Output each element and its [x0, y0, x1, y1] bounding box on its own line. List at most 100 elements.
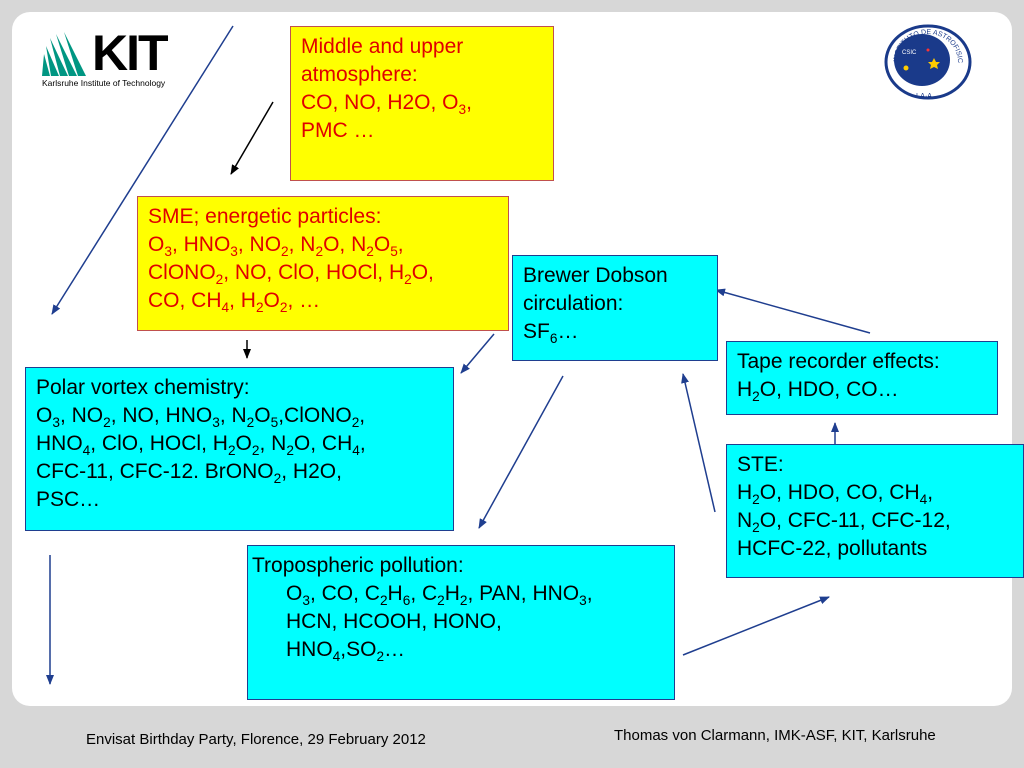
line-text: PSC… — [36, 488, 101, 511]
subscript-text: 2 — [376, 648, 385, 664]
line-text: , — [359, 432, 366, 455]
subscript-text: 2 — [255, 299, 264, 315]
line-text: CFC-11, CFC-12. BrONO — [36, 460, 274, 483]
subscript-text: 4 — [919, 491, 928, 507]
subscript-text: 2 — [366, 243, 374, 259]
box-text-line: HCN, HCOOH, HONO, — [252, 608, 664, 636]
box-text-line: HCFC-22, pollutants — [737, 535, 1013, 563]
line-text: O, HDO, CO, CH — [759, 481, 920, 504]
line-text: , H2O, — [281, 460, 342, 483]
arrow-brewer-to-tropo — [478, 375, 564, 529]
line-text: HCN, HCOOH, HONO, — [286, 610, 502, 633]
box-text-line: O3, HNO3, NO2, N2O, N2O5, — [148, 231, 498, 259]
arrow-ste-to-brewer — [681, 373, 716, 513]
subscript-text: 2 — [752, 519, 760, 535]
subscript-text: 2 — [459, 592, 468, 608]
box-text-line: HNO4, ClO, HOCl, H2O2, N2O, CH4, — [36, 430, 443, 458]
subscript-text: 3 — [302, 592, 310, 608]
subscript-text: 3 — [164, 243, 172, 259]
iaa-logo: INSTITUTO DE ASTROFISICA DE ANDALUCIA CS… — [873, 17, 976, 102]
box-text-line: O3, CO, C2H6, C2H2, PAN, HNO3, — [252, 580, 664, 608]
line-text: H — [387, 582, 403, 605]
box-text-line: PMC … — [301, 117, 543, 145]
subscript-text: 2 — [281, 243, 289, 259]
subscript-text: 2 — [246, 414, 255, 430]
line-text: O — [373, 233, 391, 256]
arrow-top-to-polar — [51, 25, 234, 315]
tape-recorder-box: Tape recorder effects: H2O, HDO, CO… — [726, 341, 998, 415]
box-text-line: circulation: — [523, 290, 707, 318]
line-text: Tape recorder effects: — [737, 350, 940, 373]
line-text: O — [254, 404, 271, 427]
line-text: Tropospheric pollution: — [252, 554, 464, 577]
line-text: O — [263, 289, 280, 312]
subscript-text: 3 — [458, 101, 467, 117]
line-text: SF — [523, 320, 550, 343]
line-text: CO, NO, H2O, O — [301, 91, 459, 114]
line-text: ,SO — [340, 638, 377, 661]
subscript-text: 3 — [212, 414, 220, 430]
subscript-text: 4 — [352, 442, 360, 458]
line-text: O, CH — [293, 432, 353, 455]
line-text: , PAN, HNO — [467, 582, 580, 605]
line-text: O, N — [323, 233, 367, 256]
line-text: , — [586, 582, 593, 605]
line-text: HNO — [36, 432, 83, 455]
iaa-inner-text: CSIC — [902, 50, 917, 56]
box-text-line: H2O, HDO, CO… — [737, 376, 987, 404]
line-text: CO, CH — [148, 289, 222, 312]
line-text: , CO, C — [309, 582, 380, 605]
line-text: N — [737, 509, 753, 532]
subscript-text: 2 — [279, 299, 288, 315]
subscript-text: 2 — [752, 388, 760, 404]
kit-logo: KIT Karlsruhe Institute of Technology — [40, 25, 170, 92]
line-text: , — [466, 91, 472, 114]
box-text-line: Tape recorder effects: — [737, 348, 987, 376]
line-text: ,ClONO — [278, 404, 352, 427]
line-text: , ClO, HOCl, H — [90, 432, 228, 455]
subscript-text: 3 — [52, 414, 60, 430]
arrow-middle-to-sme — [230, 101, 274, 175]
line-text: , NO — [59, 404, 104, 427]
line-text: O — [36, 404, 53, 427]
kit-wordmark: KIT — [92, 25, 169, 81]
sme-energetic-particles-box: SME; energetic particles:O3, HNO3, NO2, … — [137, 196, 509, 331]
line-text: … — [384, 638, 406, 661]
line-text: , … — [287, 289, 321, 312]
subscript-text: 4 — [221, 299, 230, 315]
line-text: Polar vortex chemistry: — [36, 376, 250, 399]
subscript-text: 2 — [273, 470, 282, 486]
box-text-line: Brewer Dobson — [523, 262, 707, 290]
polar-vortex-chemistry-box: Polar vortex chemistry:O3, NO2, NO, HNO3… — [25, 367, 454, 531]
kit-fan-icon — [42, 32, 86, 76]
line-text: , — [397, 233, 404, 256]
iaa-abbrev: I·A·A — [916, 93, 932, 100]
line-text: , N — [288, 233, 316, 256]
box-text-line: CO, NO, H2O, O3, — [301, 89, 543, 117]
line-text: O — [148, 233, 165, 256]
box-text-line: SME; energetic particles: — [148, 203, 498, 231]
box-text-line: CFC-11, CFC-12. BrONO2, H2O, — [36, 458, 443, 486]
line-text: , N — [219, 404, 247, 427]
line-text: , C — [410, 582, 438, 605]
subscript-text: 3 — [579, 592, 587, 608]
subscript-text: 4 — [332, 648, 341, 664]
subscript-text: 3 — [230, 243, 238, 259]
line-text: … — [557, 320, 579, 343]
footer-event: Envisat Birthday Party, Florence, 29 Feb… — [86, 731, 426, 748]
line-text: HNO — [286, 638, 333, 661]
subscript-text: 2 — [215, 271, 224, 287]
subscript-text: 5 — [390, 243, 398, 259]
subscript-text: 2 — [251, 442, 260, 458]
subscript-text: 2 — [351, 414, 360, 430]
line-text: O, HDO, CO… — [759, 378, 899, 401]
line-text: , NO — [237, 233, 282, 256]
line-text: circulation: — [523, 292, 624, 315]
line-text: , H — [229, 289, 256, 312]
kit-subtitle: Karlsruhe Institute of Technology — [42, 78, 166, 88]
tropospheric-pollution-box: Tropospheric pollution:O3, CO, C2H6, C2H… — [247, 545, 675, 700]
box-text-line: Polar vortex chemistry: — [36, 374, 443, 402]
line-text: O, CFC-11, CFC-12, — [759, 509, 951, 532]
